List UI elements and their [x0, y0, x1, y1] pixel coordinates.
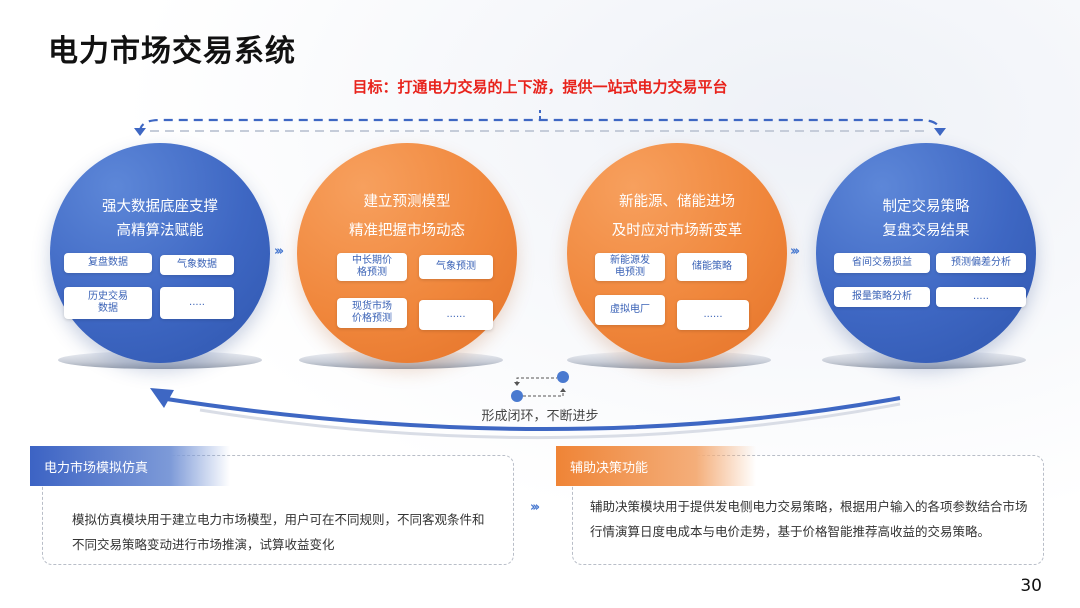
chip: ......	[419, 300, 493, 330]
circle-title-line2: 精准把握市场动态	[349, 223, 465, 239]
chip: 气象预测	[419, 255, 493, 279]
chip: 气象数据	[160, 255, 234, 275]
chip: ......	[677, 300, 749, 330]
feedback-loop-arc	[159, 396, 901, 431]
chip: 新能源发 电预测	[595, 253, 665, 281]
chip: 虚拟电厂	[595, 295, 665, 325]
loop-label: 形成闭环，不断进步	[481, 409, 599, 424]
feedback-loop-arrowhead	[150, 388, 174, 408]
page-number: 30	[1020, 576, 1042, 596]
panel-flow-arrows: ›››	[530, 500, 540, 515]
bracket-left-arrowhead	[134, 128, 146, 136]
circle-data-foundation: 强大数据底座支撑 高精算法赋能 复盘数据 气象数据 历史交易 数据 .....	[50, 143, 270, 363]
circle-trading-strategy: 制定交易策略 复盘交易结果 省间交易损益 预测偏差分析 报量策略分析 .....	[816, 143, 1036, 363]
chip: 中长期价 格预测	[337, 253, 407, 281]
top-dashed-bracket	[138, 118, 942, 133]
chip: 历史交易 数据	[64, 287, 152, 319]
circle-title-line2: 高精算法赋能	[116, 223, 204, 239]
chip: 复盘数据	[64, 253, 152, 273]
feedback-loop-arc-shadow	[199, 402, 901, 440]
circle-title-line2: 复盘交易结果	[882, 223, 970, 239]
cycle-icon	[511, 371, 569, 402]
goal-statement: 目标：打通电力交易的上下游，提供一站式电力交易平台	[352, 78, 728, 96]
chip: 储能策略	[677, 253, 747, 281]
circle-title-line1: 建立预测模型	[363, 194, 451, 210]
chip: 预测偏差分析	[936, 253, 1026, 273]
panel-simulation-tab: 电力市场模拟仿真	[30, 446, 230, 486]
page-title: 电力市场交易系统	[48, 34, 296, 69]
circle-prediction-model: 建立预测模型 精准把握市场动态 中长期价 格预测 气象预测 现货市场 价格预测 …	[297, 143, 517, 363]
chip: 报量策略分析	[834, 287, 930, 307]
bracket-right-arrowhead	[934, 128, 946, 136]
chip: .....	[160, 287, 234, 319]
chip: 现货市场 价格预测	[337, 298, 407, 328]
circle-title-line1: 新能源、储能进场	[619, 194, 735, 210]
panel-decision-support-text: 辅助决策模块用于提供发电侧电力交易策略，根据用户输入的各项参数结合市场行情演算日…	[590, 499, 1028, 539]
circle-new-energy: 新能源、储能进场 及时应对市场新变革 新能源发 电预测 储能策略 虚拟电厂 ..…	[567, 143, 787, 363]
flow-arrows-1: ›››	[274, 244, 284, 259]
circle-title-line2: 及时应对市场新变革	[611, 223, 743, 239]
panel-simulation-text: 模拟仿真模块用于建立电力市场模型，用户可在不同规则，不同客观条件和不同交易策略变…	[72, 512, 485, 552]
panel-decision-support-tab: 辅助决策功能	[556, 446, 756, 486]
circle-title-line1: 制定交易策略	[882, 199, 970, 215]
flow-arrows-3: ›››	[790, 244, 800, 259]
chip: .....	[936, 287, 1026, 307]
circle-title-line1: 强大数据底座支撑	[102, 199, 218, 215]
chip: 省间交易损益	[834, 253, 930, 273]
